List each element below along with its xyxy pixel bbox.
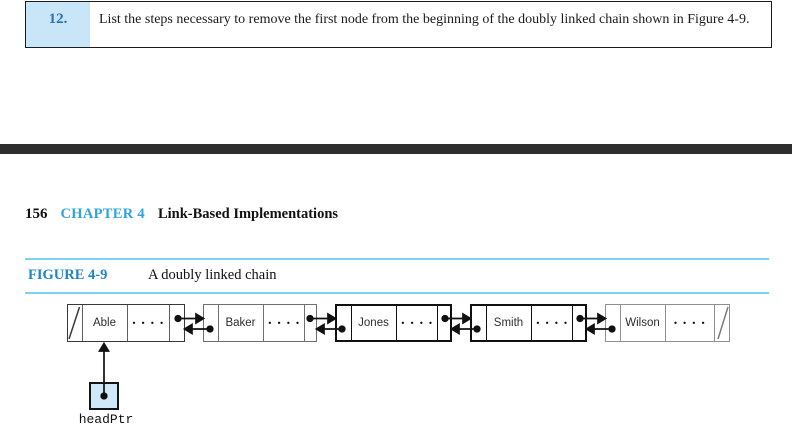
node-wilson: Wilson •••• [605,304,730,342]
chapter-label: CHAPTER 4 [60,206,145,222]
prev-arrowhead-icon [182,322,193,336]
node-data-dots: •••• [397,306,439,340]
prev-pointer-cell [68,305,83,341]
node-name: Wilson [621,305,666,341]
figure-rule-bottom [25,292,769,294]
figure-caption: A doubly linked chain [148,267,277,283]
node-jones: Jones •••• [335,304,452,342]
node-baker: Baker •••• [203,304,317,342]
headptr-label: headPtr [78,412,134,427]
node-name: Smith [487,306,532,340]
running-head: 156 CHAPTER 4 Link-Based Implementations [25,206,338,223]
figure-label: FIGURE 4-9 [28,267,108,283]
headptr-arrowhead-icon [97,341,111,352]
node-smith: Smith •••• [470,304,587,342]
node-able: Able •••• [67,304,185,342]
next-pointer-cell [573,306,588,340]
headptr-box [89,382,119,410]
next-pointer-cell [170,305,185,341]
node-name: Baker [219,305,264,341]
prev-pointer-cell [204,305,219,341]
next-pointer-cell [438,306,453,340]
chapter-title: Link-Based Implementations [157,206,339,222]
next-pointer-cell [715,305,730,341]
exercise-box: 12. List the steps necessary to remove t… [25,1,772,48]
page-divider-bar [0,144,792,154]
prev-pointer-cell [606,305,621,341]
node-data-dots: •••• [264,305,306,341]
node-data-dots: •••• [128,305,170,341]
figure-header: FIGURE 4-9 A doubly linked chain [25,258,769,294]
node-data-dots: •••• [532,306,574,340]
prev-pointer-cell [472,306,487,340]
figure-rule-top [25,258,769,260]
next-pointer-cell [305,305,320,341]
node-name: Jones [352,306,397,340]
exercise-number: 12. [26,2,90,47]
page-number: 156 [25,206,48,222]
prev-pointer-cell [337,306,352,340]
exercise-text: List the steps necessary to remove the f… [99,12,750,27]
node-data-dots: •••• [666,305,715,341]
node-name: Able [83,305,128,341]
